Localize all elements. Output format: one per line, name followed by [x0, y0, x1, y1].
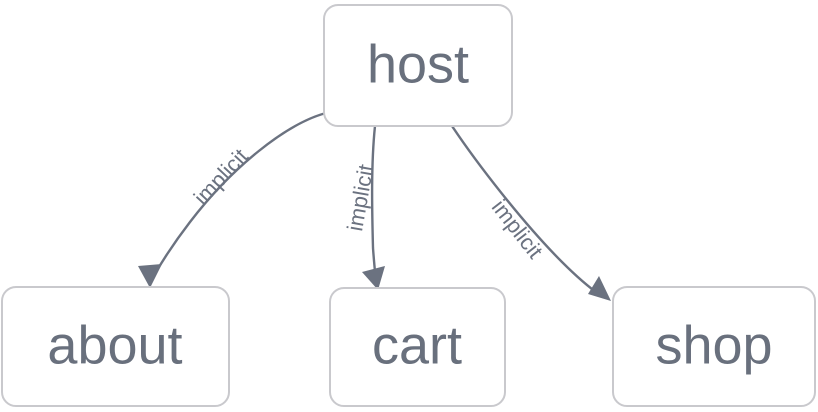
edge-host-cart-arrowhead-icon: [362, 266, 385, 290]
nodes-layer: host about cart shop: [1, 4, 816, 407]
edges-layer: implicit implicit implicit: [138, 110, 611, 301]
node-about[interactable]: about: [1, 286, 230, 407]
edge-host-shop[interactable]: implicit: [450, 124, 611, 301]
node-host-shape: [323, 4, 513, 127]
edge-host-shop-label: implicit: [487, 195, 548, 263]
edge-host-shop-arrowhead-icon: [588, 276, 611, 301]
node-cart[interactable]: cart: [329, 287, 506, 407]
node-cart-shape: [329, 287, 506, 407]
edge-host-about-label: implicit: [189, 144, 253, 210]
node-host[interactable]: host: [323, 4, 513, 127]
node-shop-shape: [612, 286, 816, 407]
edge-host-shop-path: [450, 124, 602, 297]
node-about-shape: [1, 286, 230, 407]
edge-host-cart[interactable]: implicit: [342, 124, 385, 290]
node-cart-label: cart: [372, 315, 462, 375]
edge-host-about-arrowhead-icon: [138, 264, 162, 288]
edge-host-cart-path: [370, 124, 378, 284]
node-shop[interactable]: shop: [612, 286, 816, 407]
node-host-label: host: [367, 34, 469, 94]
node-shop-label: shop: [655, 315, 772, 375]
edge-host-about[interactable]: implicit: [138, 110, 332, 288]
edge-host-about-path: [148, 110, 332, 284]
node-about-label: about: [47, 315, 182, 375]
